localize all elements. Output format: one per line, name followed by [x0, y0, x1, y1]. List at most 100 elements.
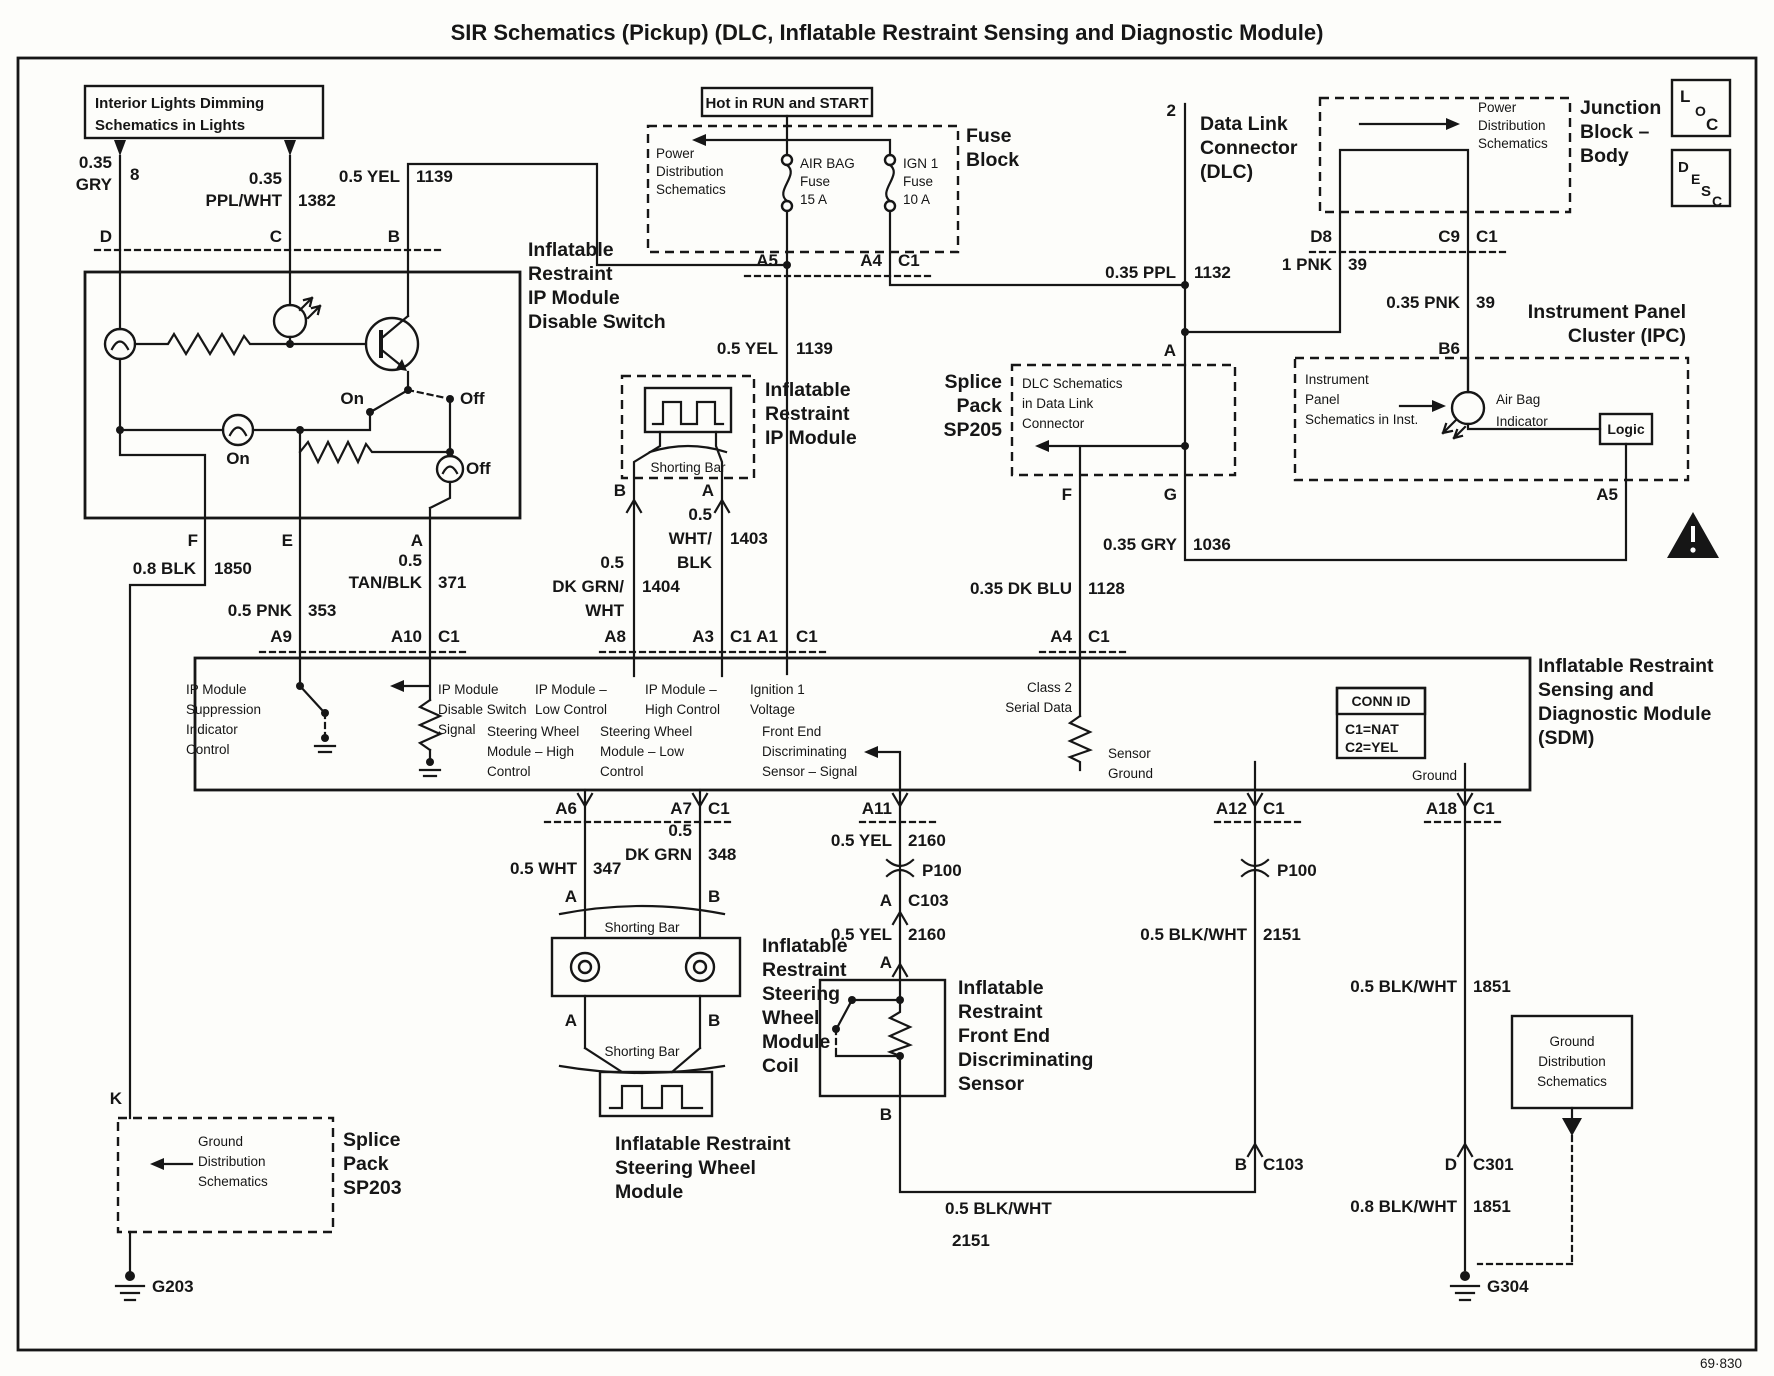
component-label-line: Junction — [1580, 97, 1661, 119]
sdm-section: Inflatable Restraint Sensing and Diagnos… — [186, 0, 1714, 824]
sdm-pin-label-line: Ground — [1108, 766, 1153, 781]
switch-contact — [366, 408, 374, 416]
wire-circuit-label: 8 — [130, 165, 139, 184]
ground-dot — [426, 758, 434, 766]
fuse-terminal-icon — [780, 199, 794, 213]
sdm-box — [193, 656, 1532, 792]
fuse-element-icon — [782, 163, 792, 203]
ip-module-box — [620, 374, 756, 480]
component-label-line: Module — [615, 1181, 683, 1203]
shorting-bar-label: Shorting Bar — [650, 460, 726, 475]
fuse-label-line: IGN 1 — [903, 156, 938, 171]
switch-contact — [832, 1025, 840, 1033]
coil-icon — [569, 951, 601, 983]
switch-state-label: Off — [460, 389, 485, 408]
switch-state-label: On — [340, 389, 364, 408]
wire-name-label: 0.5 YEL — [831, 925, 892, 944]
indicator-label-line: Air Bag — [1496, 392, 1540, 407]
lamp-filament-icon — [110, 340, 130, 351]
inline-connector-label: P100 — [922, 861, 962, 880]
warning-mark-dot — [1690, 547, 1696, 553]
ground-link-dashed — [1476, 1134, 1574, 1266]
left-wiring: 0.35 GRY 8 0.35 PPL/WHT 1382 0.5 YEL 113… — [76, 153, 789, 1273]
component-label-line: Steering — [762, 983, 840, 1005]
note-line: Instrument — [1305, 372, 1369, 387]
transistor-icon — [364, 316, 420, 372]
pin-label: A3 — [692, 627, 714, 646]
pin-label: C1 — [1263, 799, 1285, 818]
right-arrow-icon — [1446, 118, 1460, 130]
fuse-label-line: 10 A — [903, 192, 930, 207]
sdm-pin-label-line: Indicator — [186, 722, 238, 737]
pin-label: A6 — [555, 799, 577, 818]
component-label-line: Instrument Panel — [1528, 301, 1686, 323]
pulse-icon — [608, 1084, 704, 1110]
lamp-icon — [435, 454, 465, 484]
pin-label: C103 — [908, 891, 949, 910]
wire-color-label: WHT — [585, 601, 624, 620]
indicator-label-line: Indicator — [1496, 414, 1548, 429]
ground-icon — [1460, 1271, 1470, 1281]
sdm-pin-label-line: Steering Wheel — [487, 724, 579, 739]
coil-icon — [577, 959, 593, 975]
note-line: Ground — [1549, 1034, 1594, 1049]
wire-circuit-label: 39 — [1348, 255, 1367, 274]
junction-dot — [1181, 442, 1189, 450]
component-label-line: Inflatable — [958, 977, 1044, 999]
note-line: Schematics — [198, 1174, 268, 1189]
pin-label: B — [614, 481, 626, 500]
wire-name-label: 0.8 BLK/WHT — [1350, 1197, 1457, 1216]
component-label-line: Data Link — [1200, 113, 1288, 135]
wire-name-label: 1 PNK — [1282, 255, 1333, 274]
p100-connector-icon — [1240, 858, 1270, 878]
fuse-label-line: 15 A — [800, 192, 827, 207]
component-label-line: Inflatable — [765, 379, 851, 401]
wire-color-label: TAN/BLK — [349, 573, 423, 592]
dlc-section: 2 Data Link Connector (DLC) 0.35 PPL 113… — [1105, 101, 1298, 367]
brace-icon — [648, 444, 728, 454]
junction-dot — [296, 426, 304, 434]
sdm-pin-label-line: Suppression — [186, 702, 261, 717]
down-arrow-icon — [1562, 1118, 1582, 1136]
junction-dot — [286, 340, 294, 348]
wire-circuit-label: 1850 — [214, 559, 252, 578]
fuse-label-line: Fuse — [903, 174, 933, 189]
wire-circuit-label: 1382 — [298, 191, 336, 210]
disable-switch-box — [83, 270, 522, 520]
wire-circuit-label: 353 — [308, 601, 336, 620]
ground-bars-icon — [1449, 1284, 1481, 1302]
wire-circuit-label: 371 — [438, 573, 466, 592]
wire-circuit-label: 1139 — [416, 167, 453, 186]
lamp-filament-icon — [441, 465, 459, 475]
wire-name-label: 0.5 WHT — [510, 859, 578, 878]
steering-wiring — [583, 788, 702, 1074]
ground-right-section: Ground Distribution Schematics G304 — [1449, 1014, 1634, 1302]
wire-color-label: WHT/ — [669, 529, 713, 548]
component-label-line: Fuse — [966, 125, 1012, 147]
component-label-line: Diagnostic Module — [1538, 703, 1711, 725]
pin-label: B — [708, 887, 720, 906]
component-label-line: IP Module — [765, 427, 857, 449]
junction-block-section: Power Distribution Schematics Junction B… — [1183, 96, 1661, 394]
badge-letter: C — [1712, 193, 1722, 209]
pin-label: B — [708, 1011, 720, 1030]
conn-id-line: C2=YEL — [1345, 739, 1399, 755]
junction-dot — [116, 426, 124, 434]
note-line: Schematics in Inst. — [1305, 412, 1418, 427]
pin-label: A8 — [604, 627, 626, 646]
component-label-line: Wheel — [762, 1007, 819, 1029]
wire-color-label: DK GRN/ — [552, 577, 624, 596]
pin-label: A1 — [756, 627, 778, 646]
pin-label: A11 — [862, 799, 892, 818]
led-arrows-icon — [298, 296, 322, 320]
junction-dot — [896, 1052, 904, 1060]
shorting-bar-label: Shorting Bar — [604, 920, 680, 935]
pin-label: D — [100, 227, 112, 246]
wire-size-label: 0.35 — [79, 153, 112, 172]
logic-box — [1598, 412, 1654, 446]
sdm-pin-label-line: IP Module – — [535, 682, 607, 697]
note-line: Distribution — [656, 164, 724, 179]
pin-label: C1 — [898, 251, 920, 270]
pin-label: D8 — [1310, 227, 1332, 246]
wire-circuit-label: 1851 — [1473, 977, 1511, 996]
